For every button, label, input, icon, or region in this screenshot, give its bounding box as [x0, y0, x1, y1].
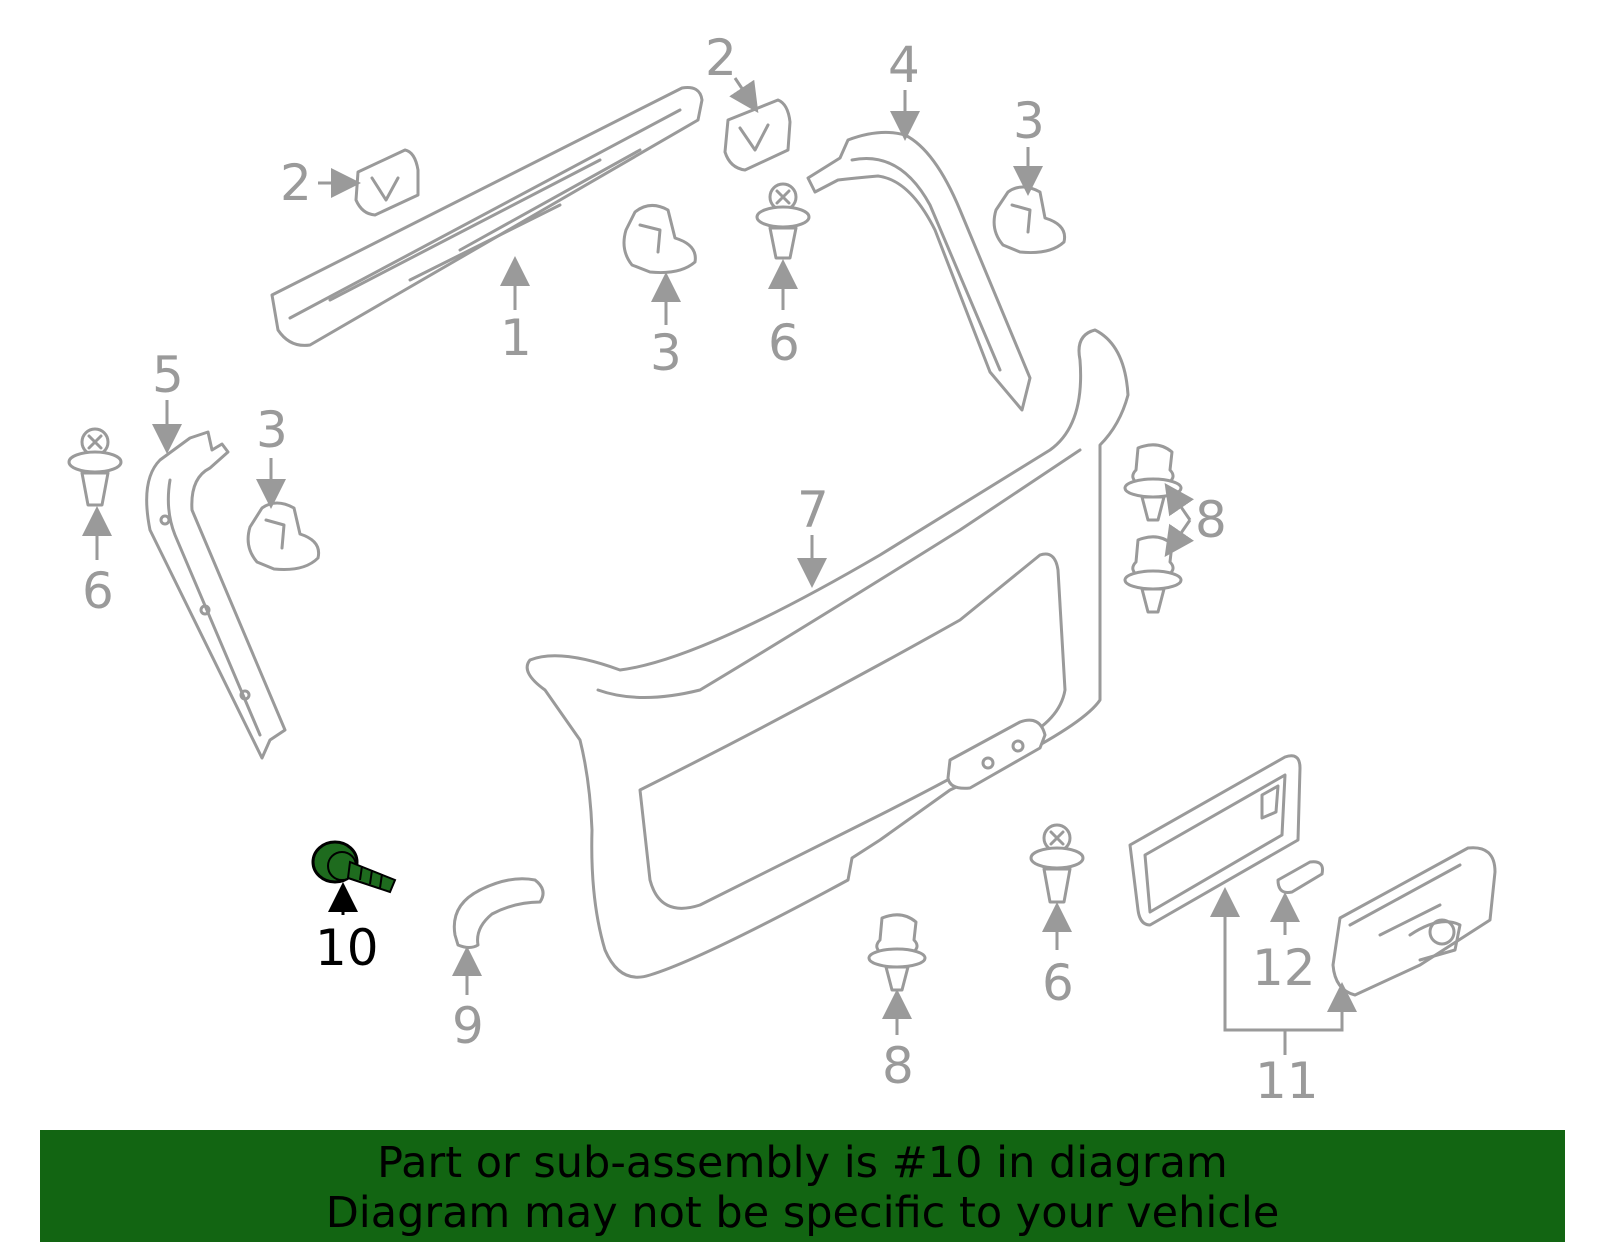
callout-3-right: 3: [1013, 92, 1045, 150]
callout-1: 1: [500, 309, 532, 367]
part-5-pillar-trim: [145, 430, 287, 760]
part-3-clip-left: [246, 501, 321, 571]
part-4-pillar-trim: [806, 130, 1032, 412]
part-3-clip-right: [992, 185, 1067, 254]
part-2-clip-right: [723, 98, 792, 172]
callout-11: 11: [1255, 1052, 1319, 1110]
part-10-screw-highlighted: [311, 840, 397, 894]
callout-8-bottom: 8: [882, 1037, 914, 1095]
part-7-liftgate-panel: [525, 328, 1130, 979]
callout-4: 4: [888, 36, 920, 94]
part-3-clip-center: [622, 204, 697, 274]
callout-5: 5: [152, 346, 184, 404]
callout-3-left: 3: [256, 401, 288, 459]
part-8-pin-middle: [1123, 535, 1183, 614]
part-6-clip-top: [755, 182, 811, 260]
part-8-pin-lower: [867, 913, 927, 992]
part-12-bulb: [1276, 860, 1324, 894]
leader-lines: [82, 77, 1357, 1055]
callout-7: 7: [797, 481, 829, 539]
callout-2-right: 2: [705, 29, 737, 87]
part-1-upper-trim: [270, 86, 704, 347]
part-6-clip-bottom: [1029, 823, 1085, 904]
callout-labels: 1 2 2 3 3 3 4 5 6 6 6 7 8 8 9 10 11 12: [82, 29, 1319, 1110]
part-11-lamp-housing: [1331, 846, 1497, 997]
callout-12: 12: [1252, 939, 1316, 997]
callout-6-left: 6: [82, 562, 114, 620]
banner-line-2: Diagram may not be specific to your vehi…: [325, 1188, 1280, 1238]
callout-6-top: 6: [768, 314, 800, 372]
part-8-pin-upper: [1123, 443, 1183, 522]
part-6-clip-left: [67, 427, 123, 507]
callout-2-left: 2: [280, 154, 312, 212]
part-9-pull-handle: [452, 877, 545, 949]
callout-6-bottom: 6: [1042, 954, 1074, 1012]
banner-line-1: Part or sub-assembly is #10 in diagram: [377, 1138, 1228, 1188]
part-11-lamp-lens: [1128, 754, 1302, 927]
callout-8-right: 8: [1195, 491, 1227, 549]
info-banner: Part or sub-assembly is #10 in diagram D…: [40, 1130, 1565, 1242]
callout-3-center: 3: [650, 324, 682, 382]
callout-9: 9: [452, 997, 484, 1055]
part-2-clip-left: [354, 148, 420, 217]
callout-10: 10: [315, 919, 379, 977]
